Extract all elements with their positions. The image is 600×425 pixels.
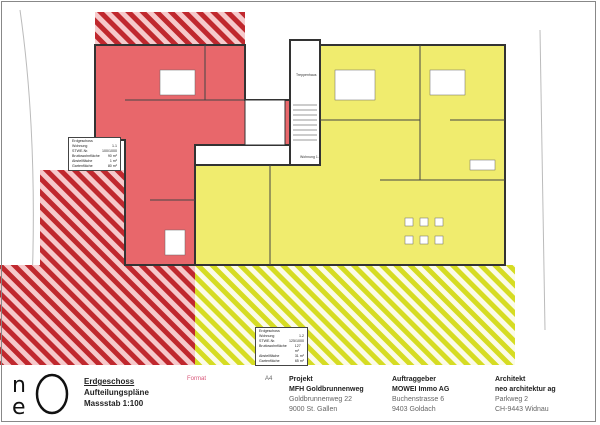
svg-text:n: n — [12, 373, 26, 398]
architect-heading: Architekt — [495, 376, 526, 383]
legend-key: Bruttowohnfläche — [72, 154, 100, 158]
legend-value: 1.1 — [112, 144, 117, 148]
architect-name: neo architektur ag — [495, 386, 556, 393]
drawing-title-block: Erdgeschoss Aufteilungspläne Massstab 1:… — [84, 376, 149, 409]
legend-key: Abstellfläche — [72, 159, 93, 163]
interior-walls — [125, 45, 505, 265]
project-name: MFH Goldbrunnenweg — [289, 386, 364, 393]
furniture — [159, 69, 496, 256]
legend-key: STWE-Nr. — [259, 339, 276, 343]
legend-title: Erdgeschoss — [259, 329, 280, 333]
stair-label: Treppenhaus — [296, 73, 317, 77]
legend-key: Wohnung — [72, 144, 88, 148]
garden-unit-2-south — [195, 265, 515, 365]
client-city: 9403 Goldach — [392, 406, 436, 413]
legend-key: Wohnung — [259, 334, 275, 338]
drawing-floor: Erdgeschoss — [84, 377, 135, 386]
project-block: Projekt MFH Goldbrunnenweg Goldbrunnenwe… — [289, 375, 364, 415]
legend-key: Bruttowohnfläche — [259, 344, 287, 348]
unit-2-area — [194, 44, 506, 266]
legend-value: 1.2 — [299, 334, 304, 338]
project-heading: Projekt — [289, 376, 313, 383]
drawing-type: Aufteilungspläne — [84, 388, 149, 397]
shaft — [244, 99, 286, 146]
client-heading: Auftraggeber — [392, 376, 436, 383]
architect-block: Architekt neo architektur ag Parkweg 2 C… — [495, 375, 556, 415]
client-name: MOWEI Immo AG — [392, 386, 450, 393]
stair-steps — [293, 104, 317, 141]
format-label: Format — [187, 376, 207, 382]
svg-text:e: e — [12, 395, 26, 417]
legend-key: STWE-Nr. — [72, 149, 89, 153]
client-street: Buchenstrasse 6 — [392, 396, 445, 403]
site-boundary — [539, 29, 546, 331]
garden-unit-1-south — [0, 265, 195, 365]
drawing-scale: Massstab 1:100 — [84, 399, 144, 408]
project-street: Goldbrunnenweg 22 — [289, 396, 353, 403]
garden-unit-1-west — [40, 170, 125, 265]
unit-marker: Wohnung 1.2 — [300, 155, 321, 159]
legend-value: 1 m² — [109, 159, 117, 163]
legend-key: Gartenfläche — [259, 359, 280, 363]
legend-value: 127 m² — [294, 344, 301, 353]
project-city: 9000 St. Gallen — [289, 406, 338, 413]
legend-title: Erdgeschoss — [72, 139, 93, 143]
legend-value: 80 m² — [107, 164, 117, 168]
legend-value: 31 m² — [294, 354, 304, 358]
neo-logo: n e — [12, 373, 69, 417]
legend-value: 90 m² — [107, 154, 117, 158]
architect-street: Parkweg 2 — [495, 396, 529, 403]
legend-value: 65 m² — [294, 359, 304, 363]
garden-unit-1-north — [95, 12, 245, 45]
legend-value: 125/1000 — [289, 339, 304, 343]
format-value: A4 — [265, 376, 273, 382]
legend-value: 100/1000 — [102, 149, 117, 153]
legend-key: Abstellfläche — [259, 354, 280, 358]
architect-city: CH-9443 Widnau — [495, 406, 549, 413]
legend-key: Gartenfläche — [72, 164, 93, 168]
client-block: Auftraggeber MOWEI Immo AG Buchenstrasse… — [392, 375, 449, 415]
